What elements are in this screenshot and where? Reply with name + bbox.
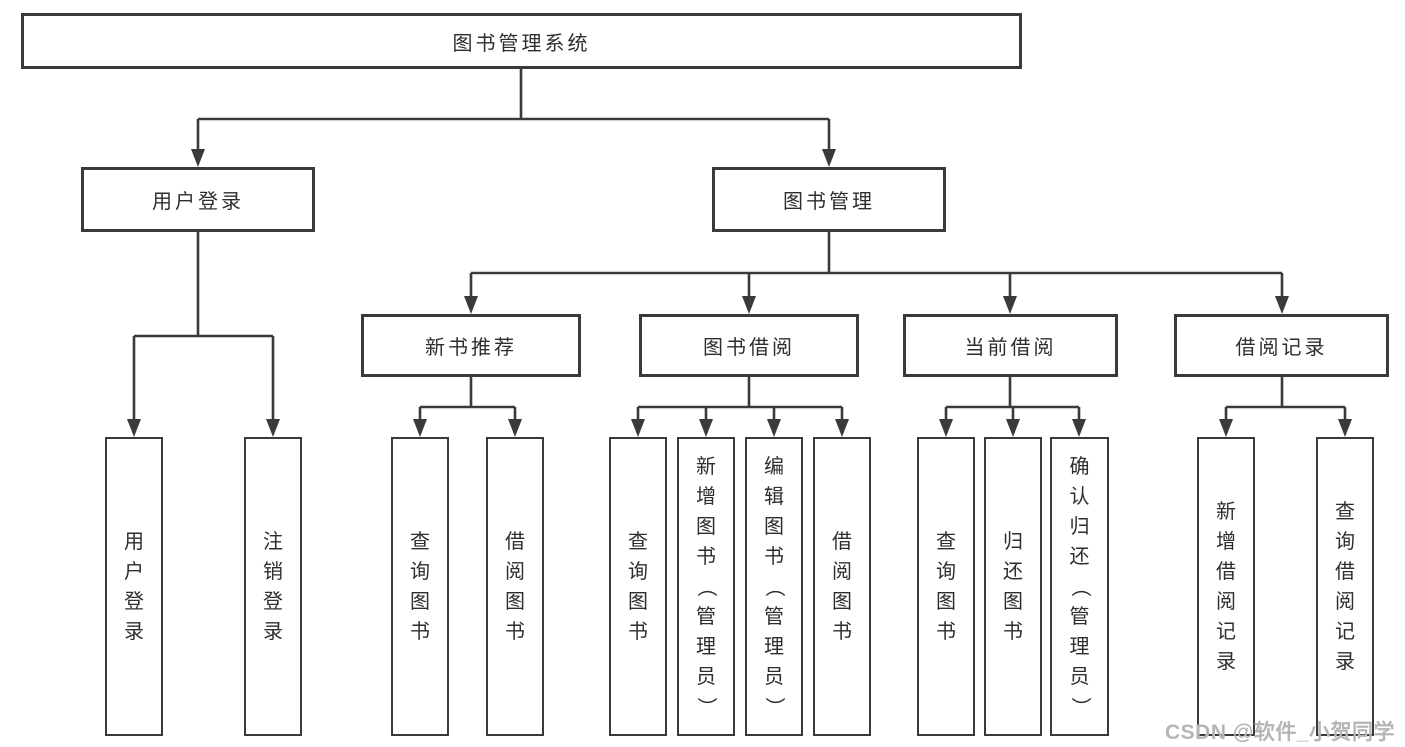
leaf-node-label: 注销登录	[263, 530, 283, 643]
leaf-node-label: 查询图书	[936, 530, 956, 643]
leaf-node-borrow-books-1: 借阅图书	[486, 437, 544, 736]
leaf-node-return-books: 归还图书	[984, 437, 1042, 736]
leaf-node-label: 编辑图书（管理员）	[763, 455, 785, 717]
subbranch-node-borrow-record: 借阅记录	[1174, 314, 1389, 377]
leaf-node-label: 确认归还（管理员）	[1068, 455, 1091, 717]
leaf-node-label: 查询图书	[410, 530, 430, 643]
connector-borrow-record-children	[1219, 377, 1352, 437]
leaf-node-query-borrow-record: 查询借阅记录	[1316, 437, 1374, 736]
leaf-node-label: 借阅图书	[505, 530, 525, 643]
connector-current-borrow-children	[939, 377, 1086, 437]
leaf-node-logout: 注销登录	[244, 437, 302, 736]
branch-node-label: 图书管理	[783, 191, 875, 213]
leaf-node-user-login: 用户登录	[105, 437, 163, 736]
subbranch-node-new-book-recommend: 新书推荐	[361, 314, 581, 377]
leaf-node-label: 查询借阅记录	[1335, 500, 1355, 673]
connector-book-mgmt-to-level3	[464, 232, 1289, 314]
connector-user-login-children	[127, 232, 280, 437]
subbranch-node-label: 当前借阅	[964, 337, 1057, 359]
subbranch-node-current-borrow: 当前借阅	[903, 314, 1118, 377]
leaf-node-query-books-2: 查询图书	[609, 437, 667, 736]
leaf-node-label: 查询图书	[628, 530, 648, 643]
leaf-node-borrow-books-2: 借阅图书	[813, 437, 871, 736]
connector-new-book-children	[413, 377, 522, 437]
subbranch-node-book-borrow: 图书借阅	[639, 314, 859, 377]
subbranch-node-label: 新书推荐	[425, 337, 517, 359]
branch-node-label: 用户登录	[152, 191, 244, 213]
leaf-node-query-books-1: 查询图书	[391, 437, 449, 736]
leaf-node-label: 用户登录	[124, 530, 144, 643]
root-node: 图书管理系统	[21, 13, 1022, 69]
connector-root-to-level2	[191, 69, 836, 167]
branch-node-book-management: 图书管理	[712, 167, 946, 232]
subbranch-node-label: 借阅记录	[1235, 337, 1328, 359]
root-node-label: 图书管理系统	[452, 32, 591, 55]
leaf-node-add-books-admin: 新增图书（管理员）	[677, 437, 735, 736]
leaf-node-confirm-return-admin: 确认归还（管理员）	[1050, 437, 1109, 736]
leaf-node-label: 借阅图书	[832, 530, 852, 643]
branch-node-user-login: 用户登录	[81, 167, 315, 232]
leaf-node-edit-books-admin: 编辑图书（管理员）	[745, 437, 803, 736]
subbranch-node-label: 图书借阅	[703, 337, 795, 359]
leaf-node-label: 新增借阅记录	[1216, 500, 1236, 673]
leaf-node-label: 归还图书	[1003, 530, 1023, 643]
connector-book-borrow-children	[631, 377, 849, 437]
leaf-node-query-books-3: 查询图书	[917, 437, 975, 736]
leaf-node-label: 新增图书（管理员）	[695, 455, 717, 717]
csdn-watermark: CSDN @软件_小贺同学	[1165, 721, 1395, 744]
leaf-node-add-borrow-record: 新增借阅记录	[1197, 437, 1255, 736]
